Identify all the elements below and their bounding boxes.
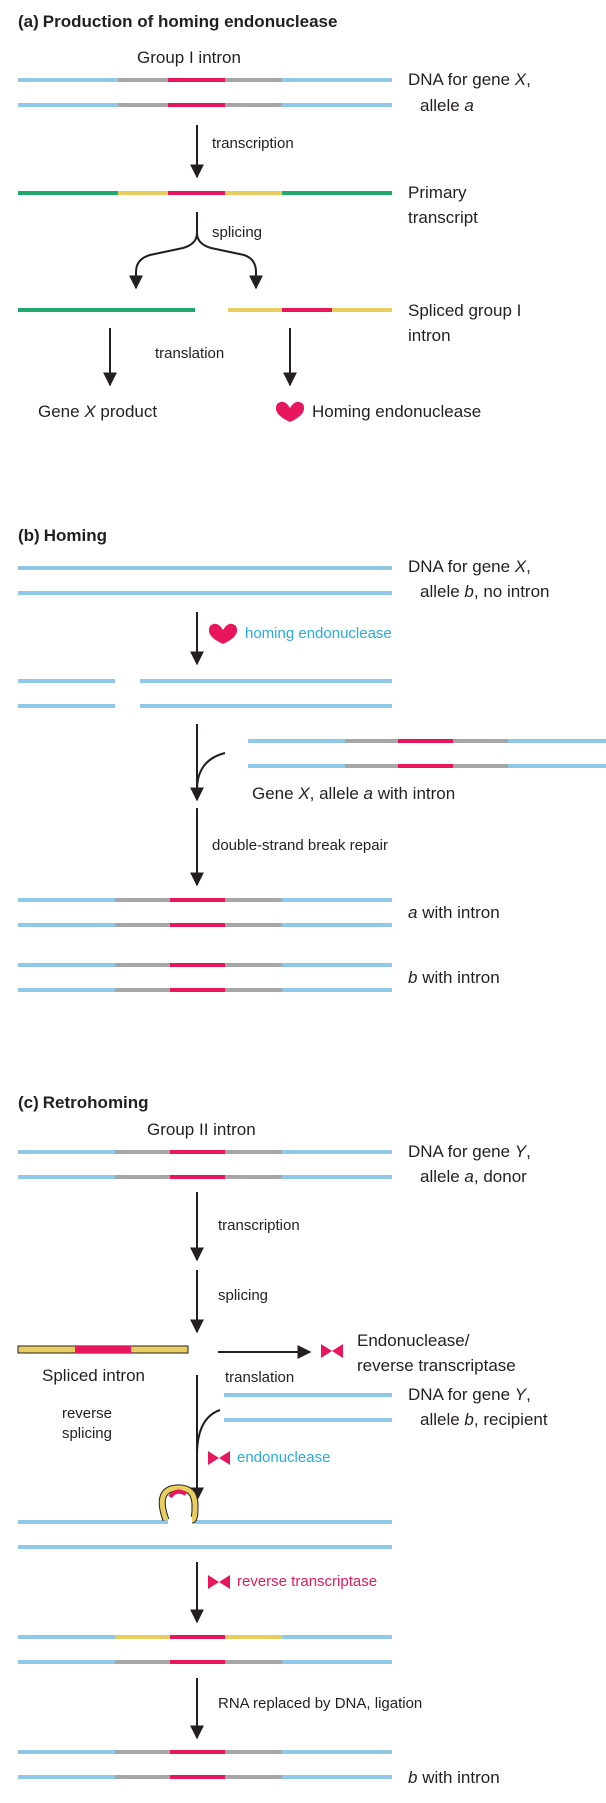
gene-x-allele-b-label-line2: allele b, no intron: [420, 582, 550, 601]
panel-c-title-text: Retrohoming: [42, 1093, 149, 1112]
spliced-intron-label-1: Spliced group I: [408, 301, 522, 320]
panel-b-tag: (b): [18, 526, 40, 545]
donor-allele-label: Gene X, allele a with intron: [252, 784, 456, 803]
step-translation-c: translation: [225, 1369, 295, 1386]
group-ii-intron-label: Group II intron: [147, 1120, 256, 1139]
step-splicing-c: splicing: [218, 1287, 269, 1304]
endonuclease-icon: [208, 1451, 230, 1465]
cdna-intermediate: [18, 1635, 392, 1664]
result-a-label: a with intron: [408, 903, 500, 922]
panel-c-graphics: [17, 1150, 392, 1779]
gene-y-recipient-label-line2: allele b, recipient: [420, 1410, 548, 1429]
spliced-intron-label: Spliced intron: [42, 1366, 146, 1385]
gene-x-allele-a-label-line2: allele a: [420, 96, 474, 115]
step-splicing-a: splicing: [212, 224, 263, 241]
reverse-transcriptase-icon: [208, 1575, 230, 1589]
group-ii-donor-dna: [18, 1150, 392, 1179]
cut-dna: [18, 679, 392, 708]
step-translation-a: translation: [155, 345, 225, 362]
panel-b-title-text: Homing: [43, 526, 107, 545]
gene-y-donor-label: DNA for gene Y,: [408, 1142, 531, 1161]
homing-endonuclease-icon: [208, 623, 238, 644]
group-i-intron-label: Group I intron: [137, 48, 241, 67]
primary-transcript-label-1: Primary: [408, 183, 467, 202]
result-a-with-intron: [18, 898, 392, 927]
step-transcription-a: transcription: [212, 135, 294, 152]
step-double-strand-break-repair: double-strand break repair: [212, 837, 388, 854]
panel-b-title: (b)Homing: [18, 526, 107, 546]
reverse-spliced-intermediate: [18, 1484, 392, 1549]
gene-x-product-label: Gene X product: [38, 402, 158, 421]
step-transcription-c: transcription: [218, 1217, 300, 1234]
panel-c-tag: (c): [18, 1093, 39, 1112]
spliced-intron-label-2: intron: [408, 326, 451, 345]
result-b-with-intron: [18, 963, 392, 992]
gene-x-allele-a-label: DNA for gene X,: [408, 70, 531, 89]
panel-b-graphics: [18, 566, 606, 992]
primary-transcript-label-2: transcript: [408, 208, 478, 227]
panel-a-tag: (a): [18, 12, 39, 31]
enzyme-label-1: Endonuclease/: [357, 1331, 470, 1350]
homing-endonuclease-step-label: homing endonuclease: [245, 625, 392, 642]
retrohoming-result-label: b with intron: [408, 1768, 500, 1787]
gene-y-recipient-label: DNA for gene Y,: [408, 1385, 531, 1404]
homing-endonuclease-icon: [275, 401, 305, 422]
step-reverse-splicing-2: splicing: [61, 1425, 112, 1442]
step-reverse-splicing-1: reverse: [61, 1405, 112, 1422]
endonuclease-step-label: endonuclease: [237, 1449, 331, 1466]
gene-x-allele-b-label: DNA for gene X,: [408, 557, 531, 576]
panel-a-graphics: [18, 78, 392, 422]
gene-y-donor-label-line2: allele a, donor: [420, 1167, 527, 1186]
homing-endonuclease-label: Homing endonuclease: [312, 402, 482, 421]
spliced-group-ii-intron: [17, 1345, 189, 1354]
splicing-fork-arrow: [129, 212, 198, 290]
result-b-label: b with intron: [408, 968, 500, 987]
panel-c-title: (c)Retrohoming: [18, 1093, 149, 1113]
step-ligation: RNA replaced by DNA, ligation: [218, 1695, 423, 1712]
panel-a-title-text: Production of homing endonuclease: [42, 12, 338, 31]
panel-a-title: (a)Production of homing endonuclease: [18, 12, 337, 32]
endonuclease-reverse-transcriptase-icon: [321, 1344, 343, 1358]
reverse-transcriptase-step-label: reverse transcriptase: [237, 1573, 378, 1590]
enzyme-label-2: reverse transcriptase: [357, 1356, 516, 1375]
donor-allele-a-with-intron: [248, 739, 606, 768]
retrohoming-result: [18, 1750, 392, 1779]
